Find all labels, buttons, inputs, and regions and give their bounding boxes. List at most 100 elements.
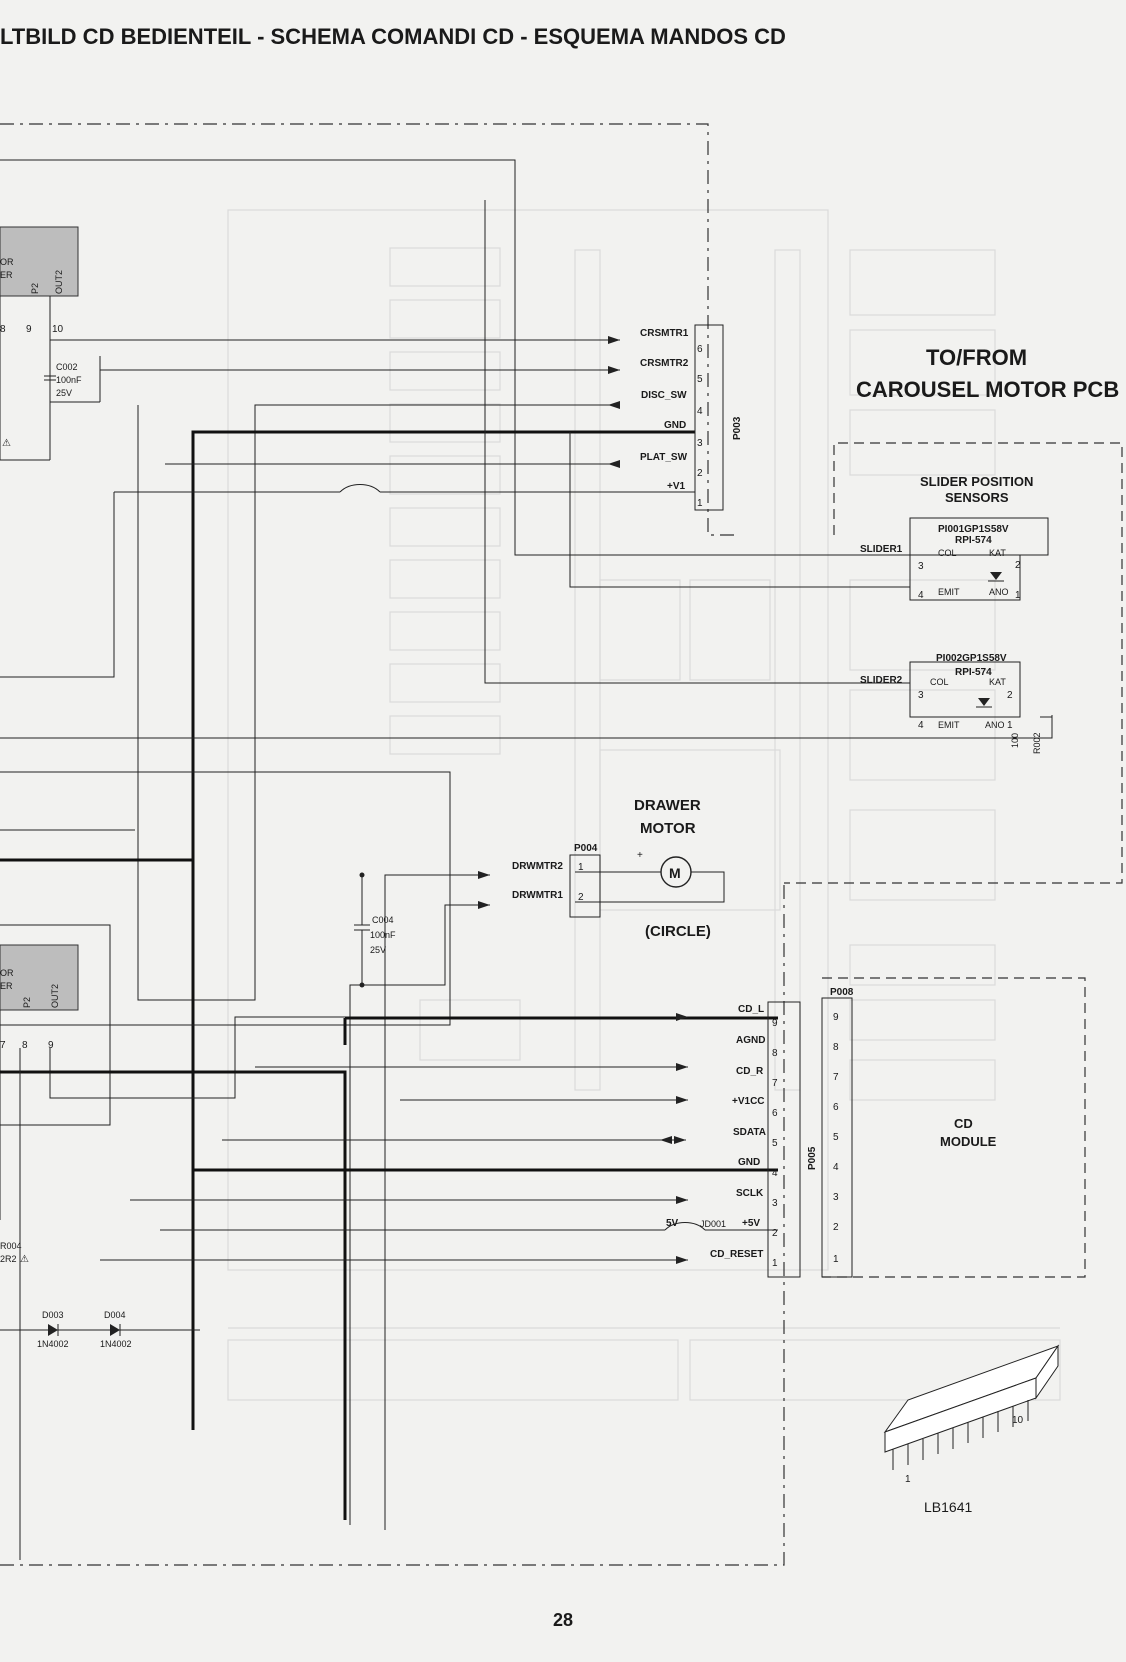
page-number: 28 [552,1610,574,1630]
svg-text:1: 1 [1015,590,1021,601]
drawer-motor: DRAWER MOTOR (CIRCLE) M + P004 1 2 DRWMT… [0,797,725,1530]
svg-text:6: 6 [772,1108,778,1119]
svg-text:+V1: +V1 [667,481,686,492]
svg-text:2: 2 [697,468,703,479]
svg-text:4: 4 [918,590,924,601]
svg-text:3: 3 [833,1192,839,1203]
svg-text:2: 2 [772,1228,778,1239]
svg-text:1: 1 [905,1474,911,1485]
svg-text:5: 5 [697,374,703,385]
svg-text:9: 9 [26,324,32,335]
svg-text:9: 9 [833,1012,839,1023]
connector-p003: P003 CRSMTR1 CRSMTR2 DISC_SW GND PLAT_SW… [640,324,743,511]
svg-text:CD: CD [954,1116,973,1131]
svg-text:7: 7 [833,1072,839,1083]
svg-text:M: M [669,865,681,881]
svg-text:GND: GND [664,420,686,431]
slider-sensors: SLIDER POSITION SENSORS PI001GP1S58V RPI… [860,474,1053,754]
svg-text:CD_RESET: CD_RESET [710,1249,763,1260]
svg-text:CRSMTR1: CRSMTR1 [640,328,689,339]
svg-text:1: 1 [772,1258,778,1269]
connector-p005: P005 CD_L AGND CD_R +V1CC SDATA GND SCLK… [666,1001,818,1278]
svg-text:C004: C004 [372,915,394,925]
p005-arrows [660,1013,688,1264]
svg-text:4: 4 [772,1168,778,1179]
svg-text:ANO: ANO [985,720,1005,730]
svg-text:⚠: ⚠ [2,438,11,449]
svg-text:5: 5 [772,1138,778,1149]
svg-text:10: 10 [52,324,64,335]
r004-and-diodes: R004 2R2 ⚠ D003 1N4002 D004 1N4002 [0,1241,132,1349]
svg-text:8: 8 [772,1048,778,1059]
svg-text:DRAWER: DRAWER [634,797,701,814]
svg-text:EMIT: EMIT [938,587,960,597]
svg-text:TO/FROM: TO/FROM [926,345,1027,370]
svg-text:KAT: KAT [989,548,1006,558]
svg-text:PLAT_SW: PLAT_SW [640,452,688,463]
svg-text:COL: COL [930,677,949,687]
svg-text:2: 2 [1007,690,1013,701]
svg-text:2: 2 [1015,560,1021,571]
svg-text:4: 4 [833,1162,839,1173]
svg-text:EMIT: EMIT [938,720,960,730]
capacitor-c002: C002 100nF 25V [44,340,101,403]
svg-text:OUT2: OUT2 [54,270,64,294]
wires-p003 [0,159,1053,1430]
svg-text:PI002GP1S58V: PI002GP1S58V [936,653,1007,664]
svg-text:C002: C002 [56,362,78,372]
svg-text:CRSMTR2: CRSMTR2 [640,358,689,369]
svg-text:SCLK: SCLK [736,1188,764,1199]
svg-text:+5V: +5V [742,1218,760,1229]
svg-text:KAT: KAT [989,677,1006,687]
ic-left-top: OR ER P2 OUT2 8 9 10 ⚠ [0,226,79,461]
svg-text:MOTOR: MOTOR [640,820,696,837]
svg-text:DRWMTR2: DRWMTR2 [512,861,563,872]
svg-text:SLIDER2: SLIDER2 [860,675,903,686]
svg-text:R004: R004 [0,1241,22,1251]
svg-text:9: 9 [772,1018,778,1029]
svg-text:P005: P005 [807,1146,818,1170]
svg-text:3: 3 [918,561,924,572]
svg-text:6: 6 [697,344,703,355]
svg-text:2: 2 [833,1222,839,1233]
svg-text:4: 4 [697,406,703,417]
svg-text:7: 7 [0,1040,6,1051]
lb1641-ic: 1 10 LB1641 [883,1344,1060,1515]
svg-text:4: 4 [918,720,924,731]
svg-text:25V: 25V [370,945,386,955]
svg-text:8: 8 [833,1042,839,1053]
svg-text:P2: P2 [22,997,32,1008]
p003-arrows [608,336,620,468]
svg-text:+V1CC: +V1CC [732,1096,765,1107]
svg-text:ANO: ANO [989,587,1009,597]
ic-left-bottom: OR ER P2 OUT2 7 8 9 [0,944,79,1220]
svg-text:5V: 5V [666,1218,679,1229]
svg-text:(CIRCLE): (CIRCLE) [645,923,711,940]
svg-text:10: 10 [1012,1415,1024,1426]
svg-text:1: 1 [578,862,584,873]
svg-text:CD_L: CD_L [738,1004,764,1015]
svg-text:OR: OR [0,257,14,267]
svg-text:100: 100 [1010,733,1020,748]
svg-text:8: 8 [22,1040,28,1051]
svg-text:9: 9 [48,1040,54,1051]
svg-text:1N4002: 1N4002 [37,1339,69,1349]
svg-text:D004: D004 [104,1310,126,1320]
svg-text:MODULE: MODULE [940,1134,997,1149]
svg-text:100nF: 100nF [56,375,82,385]
svg-text:OR: OR [0,968,14,978]
svg-text:5: 5 [833,1132,839,1143]
page-title: LTBILD CD BEDIENTEIL - SCHEMA COMANDI CD… [0,24,786,49]
svg-text:8: 8 [0,324,6,335]
svg-text:DISC_SW: DISC_SW [641,390,687,401]
svg-text:SENSORS: SENSORS [945,490,1009,505]
svg-text:1: 1 [697,498,703,509]
svg-text:3: 3 [697,438,703,449]
svg-text:1N4002: 1N4002 [100,1339,132,1349]
svg-text:6: 6 [833,1102,839,1113]
carousel-block-label: TO/FROM CAROUSEL MOTOR PCB [856,345,1119,402]
svg-text:SDATA: SDATA [733,1127,766,1138]
svg-text:CAROUSEL MOTOR PCB: CAROUSEL MOTOR PCB [856,377,1119,402]
svg-text:P2: P2 [30,283,40,294]
